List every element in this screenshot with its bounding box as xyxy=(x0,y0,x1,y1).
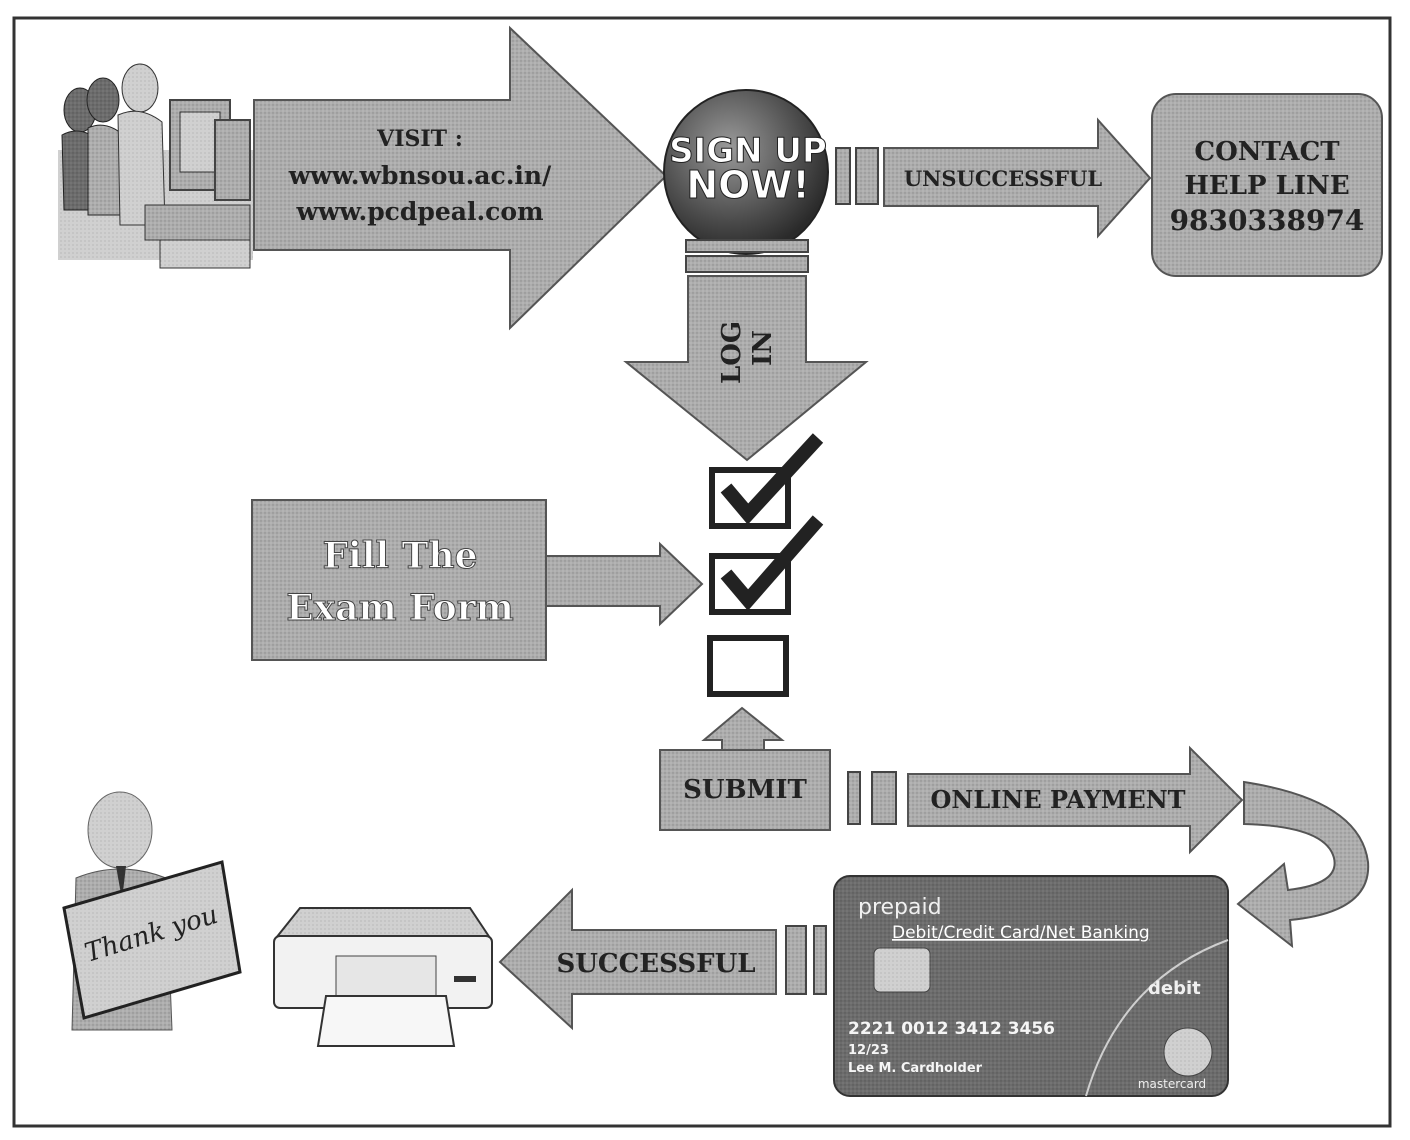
successful-arrow: SUCCESSFUL xyxy=(498,887,777,1031)
online-payment-label: ONLINE PAYMENT xyxy=(930,785,1185,814)
card-expiry: 12/23 xyxy=(848,1043,889,1058)
thank-you-person-icon: Thank you xyxy=(62,791,242,1031)
printer-icon xyxy=(273,907,493,1047)
payment-connector xyxy=(847,771,897,825)
outer-frame xyxy=(12,16,1392,1128)
card-methods: Debit/Credit Card/Net Banking xyxy=(892,923,1150,943)
card-debit: debit xyxy=(1148,978,1201,999)
fill-exam-form-box: Fill The Exam Form xyxy=(251,499,704,661)
visit-arrow: VISIT : www.wbnsou.ac.in/ www.pcdpeal.co… xyxy=(253,25,668,331)
successful-connector xyxy=(785,925,827,995)
submit-label: SUBMIT xyxy=(683,775,807,805)
card-holder: Lee M. Cardholder xyxy=(848,1061,983,1076)
card-chip-icon xyxy=(873,947,931,993)
checkbox-checked-1 xyxy=(709,433,824,529)
card-prepaid: prepaid xyxy=(858,895,942,920)
help-line-2: HELP LINE xyxy=(1184,171,1349,201)
submit-box: SUBMIT xyxy=(659,706,831,831)
fill-form-line-1: Fill The xyxy=(323,535,478,577)
payment-card: prepaid Debit/Credit Card/Net Banking de… xyxy=(833,875,1229,1097)
successful-label: SUCCESSFUL xyxy=(556,949,755,979)
card-brand: mastercard xyxy=(1138,1077,1206,1091)
help-line-box: CONTACT HELP LINE 9830338974 xyxy=(1151,93,1383,277)
mastercard-logo-icon xyxy=(1163,1027,1213,1077)
login-connector xyxy=(685,239,809,273)
visit-url-2[interactable]: www.pcdpeal.com xyxy=(295,197,543,226)
online-payment-arrow: ONLINE PAYMENT xyxy=(907,745,1244,855)
sign-up-line-2: NOW! xyxy=(686,163,809,207)
curved-arrow xyxy=(1236,780,1370,949)
people-at-computers-icon xyxy=(58,63,253,269)
visit-label: VISIT : xyxy=(376,126,463,152)
unsuccessful-arrow: UNSUCCESSFUL xyxy=(883,117,1152,239)
card-number: 2221 0012 3412 3456 xyxy=(848,1019,1055,1039)
checkbox-empty xyxy=(707,635,789,697)
sign-up-line-1: SIGN UP xyxy=(669,131,827,171)
sign-up-button[interactable]: SIGN UP NOW! xyxy=(663,89,829,255)
unsuccessful-label: UNSUCCESSFUL xyxy=(904,166,1103,191)
help-line-phone[interactable]: 9830338974 xyxy=(1170,204,1365,237)
visit-url-1[interactable]: www.wbnsou.ac.in/ xyxy=(288,161,552,190)
help-line-1: CONTACT xyxy=(1194,137,1340,167)
checkbox-checked-2 xyxy=(709,515,824,615)
unsuccessful-connector xyxy=(835,147,879,205)
fill-form-line-2: Exam Form xyxy=(286,587,514,629)
login-arrow: LOG IN xyxy=(623,275,869,462)
login-line-1: LOG xyxy=(717,321,747,384)
login-line-2: IN xyxy=(748,330,778,366)
